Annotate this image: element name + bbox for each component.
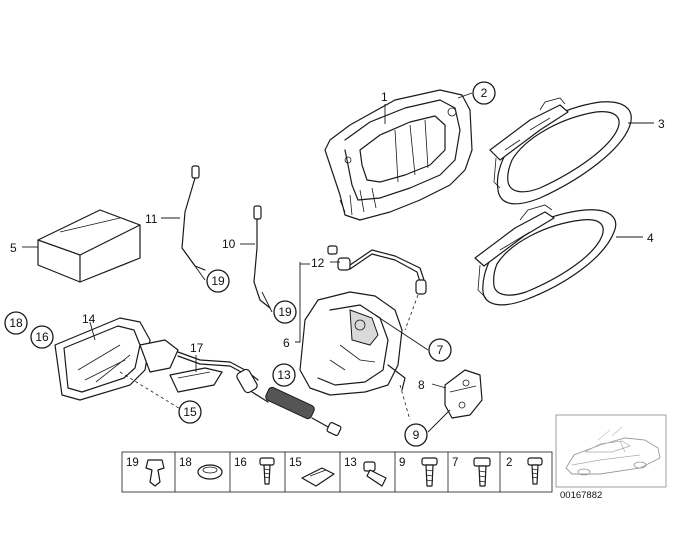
svg-text:19: 19 <box>211 274 225 288</box>
part-3-outer-handle <box>489 97 632 205</box>
part-5-box <box>37 209 141 283</box>
svg-text:9: 9 <box>399 457 405 469</box>
callout-18-circle: 18 <box>4 311 28 335</box>
callout-13-circle: 13 <box>272 363 296 387</box>
plain-callouts: 1 3 4 5 11 10 12 6 14 17 8 <box>10 90 665 392</box>
callout-19-circle-b: 19 <box>273 300 297 324</box>
strip-cell-16: 16 <box>234 457 275 485</box>
svg-text:16: 16 <box>234 457 247 469</box>
strip-cell-13: 13 <box>344 457 387 487</box>
callout-6: 6 <box>283 336 290 350</box>
svg-text:15: 15 <box>289 457 302 469</box>
svg-text:2: 2 <box>481 86 488 100</box>
callout-8: 8 <box>418 378 425 392</box>
svg-text:13: 13 <box>277 368 291 382</box>
part-6-lock <box>299 291 406 396</box>
part-17-clip <box>169 367 223 393</box>
part-1-handle-carrier <box>324 89 473 221</box>
callout-17: 17 <box>190 341 204 355</box>
callout-2-circle: 2 <box>472 81 496 105</box>
part-10-rod <box>253 205 271 309</box>
svg-text:9: 9 <box>413 428 420 442</box>
leader-lines <box>22 92 654 433</box>
callout-19-circle-a: 19 <box>206 269 230 293</box>
callout-5: 5 <box>10 241 17 255</box>
svg-text:19: 19 <box>126 457 139 469</box>
part-12-cable <box>327 245 427 295</box>
svg-text:2: 2 <box>506 457 512 469</box>
reference-number: 00167882 <box>560 490 602 501</box>
callout-10: 10 <box>222 237 236 251</box>
svg-text:15: 15 <box>183 405 197 419</box>
callout-12: 12 <box>311 256 325 270</box>
strip-cell-2: 2 <box>506 457 543 485</box>
dashed-connectors <box>119 294 419 421</box>
strip-cell-9: 9 <box>399 457 438 487</box>
strip-cell-15: 15 <box>289 457 335 487</box>
callout-4: 4 <box>647 231 654 245</box>
svg-text:16: 16 <box>35 330 49 344</box>
strip-cell-7: 7 <box>452 457 491 487</box>
callout-16-circle: 16 <box>30 325 54 349</box>
strip-cell-19: 19 <box>126 457 165 487</box>
part-11-rod <box>181 165 206 271</box>
car-thumbnail <box>555 414 667 488</box>
circled-callouts: 2 19 19 7 13 18 16 15 <box>4 81 496 447</box>
callout-15-circle: 15 <box>178 400 202 424</box>
svg-text:19: 19 <box>278 305 292 319</box>
part-4-outer-handle <box>474 204 617 306</box>
callout-14: 14 <box>82 312 96 326</box>
svg-text:7: 7 <box>437 343 444 357</box>
callout-11: 11 <box>145 212 158 226</box>
svg-text:13: 13 <box>344 457 357 469</box>
callout-1: 1 <box>381 90 388 104</box>
svg-text:7: 7 <box>452 457 458 469</box>
callout-3: 3 <box>658 117 665 131</box>
callout-9-circle: 9 <box>404 423 428 447</box>
strip-cell-18: 18 <box>179 457 223 480</box>
part-cable-tube <box>177 351 342 437</box>
part-14-housing <box>54 317 179 401</box>
svg-text:18: 18 <box>9 316 23 330</box>
part-8-bracket <box>444 369 483 419</box>
fastener-strip: 19 18 16 15 13 9 <box>121 451 553 493</box>
callout-7-circle: 7 <box>428 338 452 362</box>
svg-text:18: 18 <box>179 457 192 469</box>
